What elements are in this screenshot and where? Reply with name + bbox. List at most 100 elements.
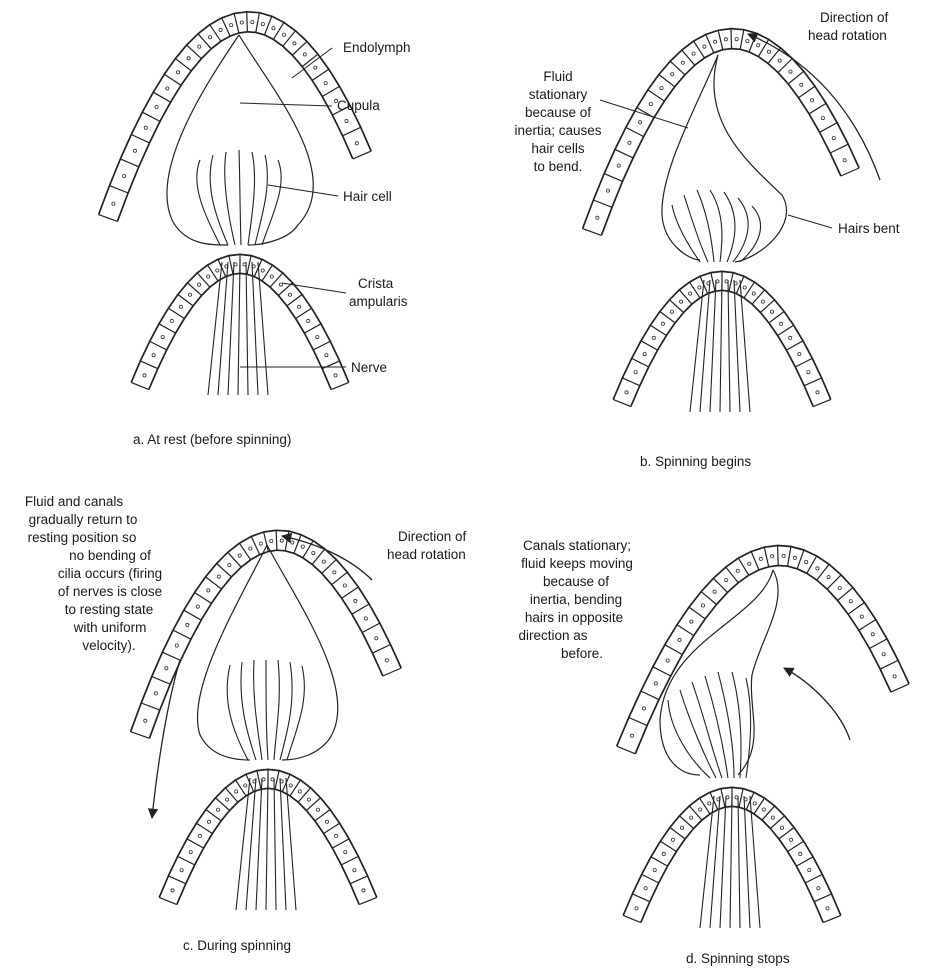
cell-boundary bbox=[187, 839, 204, 848]
rotation-arrow bbox=[282, 536, 372, 580]
cell-nucleus bbox=[643, 353, 646, 356]
cell-nucleus bbox=[671, 73, 674, 76]
direction-line-2: head rotation bbox=[808, 28, 887, 43]
canal-wall-upper bbox=[99, 12, 372, 222]
cell-boundary bbox=[257, 771, 261, 790]
cell-boundary bbox=[195, 593, 212, 604]
cell-nucleus bbox=[166, 87, 169, 90]
cell-nucleus bbox=[112, 202, 115, 205]
cell-nucleus bbox=[303, 53, 306, 56]
cell-nucleus bbox=[207, 275, 210, 278]
cell-nucleus bbox=[207, 589, 210, 592]
cell-boundary bbox=[690, 282, 701, 298]
cell-nucleus bbox=[353, 869, 356, 872]
cell-nucleus bbox=[735, 38, 738, 41]
cell-nucleus bbox=[849, 600, 852, 603]
cell-nucleus bbox=[249, 547, 252, 550]
cell-nucleus bbox=[789, 336, 792, 339]
note-line: Fluid bbox=[543, 69, 572, 84]
cell-boundary bbox=[120, 159, 138, 167]
cell-boundary bbox=[700, 798, 711, 814]
cell-nucleus bbox=[161, 336, 164, 339]
direction-line-1: Direction of bbox=[820, 10, 889, 25]
note-line: Canals stationary; bbox=[523, 538, 631, 553]
nerve-fibers bbox=[236, 778, 296, 910]
cell-boundary bbox=[222, 18, 230, 36]
cell-boundary bbox=[273, 22, 284, 39]
cell-boundary bbox=[341, 856, 358, 865]
cell-nucleus bbox=[301, 545, 304, 548]
cell-nucleus bbox=[808, 869, 811, 872]
cell-boundary bbox=[265, 16, 272, 35]
cell-nucleus bbox=[690, 816, 693, 819]
note-line: because of bbox=[543, 574, 609, 589]
cell-boundary bbox=[150, 341, 167, 350]
cell-nucleus bbox=[272, 27, 275, 30]
cell-nucleus bbox=[701, 604, 704, 607]
cell-nucleus bbox=[652, 336, 655, 339]
cell-nucleus bbox=[261, 269, 264, 272]
cell-nucleus bbox=[324, 82, 327, 85]
cell-nucleus bbox=[826, 907, 829, 910]
cell-boundary bbox=[342, 587, 359, 598]
cell-nucleus bbox=[660, 87, 663, 90]
cell-boundary bbox=[814, 894, 831, 902]
cell-nucleus bbox=[762, 808, 765, 811]
cell-boundary bbox=[622, 378, 639, 386]
cell-nucleus bbox=[216, 269, 219, 272]
cell-boundary bbox=[642, 874, 659, 883]
cell-nucleus bbox=[186, 623, 189, 626]
cell-boundary bbox=[131, 732, 150, 739]
cell-nucleus bbox=[635, 907, 638, 910]
cell-boundary bbox=[632, 358, 649, 367]
cell-nucleus bbox=[681, 61, 684, 64]
cell-boundary bbox=[632, 894, 649, 902]
note-line: hair cells bbox=[531, 141, 585, 156]
cell-nucleus bbox=[364, 617, 367, 620]
cell-nucleus bbox=[832, 137, 835, 140]
cell-boundary bbox=[738, 558, 749, 575]
cell-boundary bbox=[626, 127, 644, 136]
cell-boundary bbox=[131, 382, 149, 389]
cell-boundary bbox=[680, 816, 694, 829]
note-line: before. bbox=[561, 646, 603, 661]
cell-nucleus bbox=[176, 71, 179, 74]
cell-boundary bbox=[870, 639, 888, 649]
cell-boundary bbox=[653, 667, 671, 676]
cell-boundary bbox=[778, 325, 794, 335]
cell-boundary bbox=[110, 186, 129, 193]
note-line: hairs in opposite bbox=[525, 610, 623, 625]
cell-nucleus bbox=[860, 615, 863, 618]
cell-nucleus bbox=[843, 159, 846, 162]
cell-nucleus bbox=[375, 637, 378, 640]
cell-boundary bbox=[880, 660, 898, 669]
cell-nucleus bbox=[198, 283, 201, 286]
cell-nucleus bbox=[743, 286, 746, 289]
cell-nucleus bbox=[821, 117, 824, 120]
cell-boundary bbox=[604, 174, 622, 182]
cell-nucleus bbox=[325, 354, 328, 357]
cell-boundary bbox=[731, 29, 732, 49]
cell-boundary bbox=[659, 75, 675, 87]
cell-nucleus bbox=[811, 99, 814, 102]
cell-nucleus bbox=[187, 57, 190, 60]
cell-boundary bbox=[711, 273, 715, 292]
note-b: Fluidstationarybecause ofinertia; causes… bbox=[514, 69, 601, 174]
cell-boundary bbox=[264, 532, 269, 552]
cell-nucleus bbox=[152, 354, 155, 357]
cell-nucleus bbox=[270, 275, 273, 278]
cell-nucleus bbox=[335, 834, 338, 837]
cell-boundary bbox=[744, 282, 755, 298]
note-line: with uniform bbox=[73, 620, 147, 635]
note-line: gradually return to bbox=[29, 512, 138, 527]
cell-nucleus bbox=[817, 887, 820, 890]
note-line: to resting state bbox=[65, 602, 154, 617]
cell-nucleus bbox=[298, 790, 301, 793]
cell-boundary bbox=[740, 30, 744, 50]
cell-boundary bbox=[247, 256, 251, 275]
cell-nucleus bbox=[179, 305, 182, 308]
cell-nucleus bbox=[154, 692, 157, 695]
cell-boundary bbox=[805, 874, 822, 883]
cell-boundary bbox=[373, 645, 391, 654]
label-crista: Crista bbox=[358, 276, 394, 291]
